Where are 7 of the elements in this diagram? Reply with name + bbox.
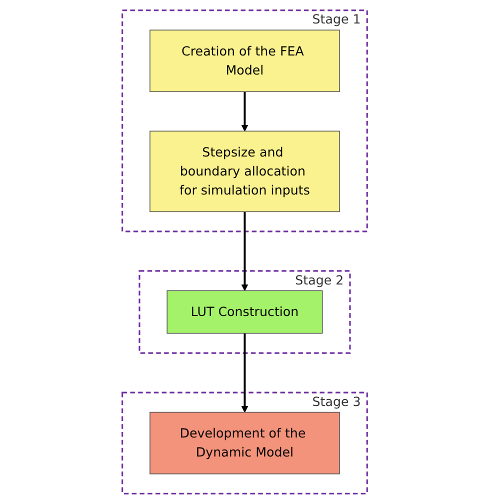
node-box: Stepsize and boundary allocation for simulation inputs — [150, 130, 340, 212]
node-box: LUT Construction — [166, 290, 323, 334]
node-box: Creation of the FEA Model — [150, 30, 340, 92]
arrow — [242, 92, 248, 132]
arrow — [242, 212, 248, 291]
node-box: Development of the Dynamic Model — [150, 412, 340, 474]
arrow — [242, 333, 248, 413]
